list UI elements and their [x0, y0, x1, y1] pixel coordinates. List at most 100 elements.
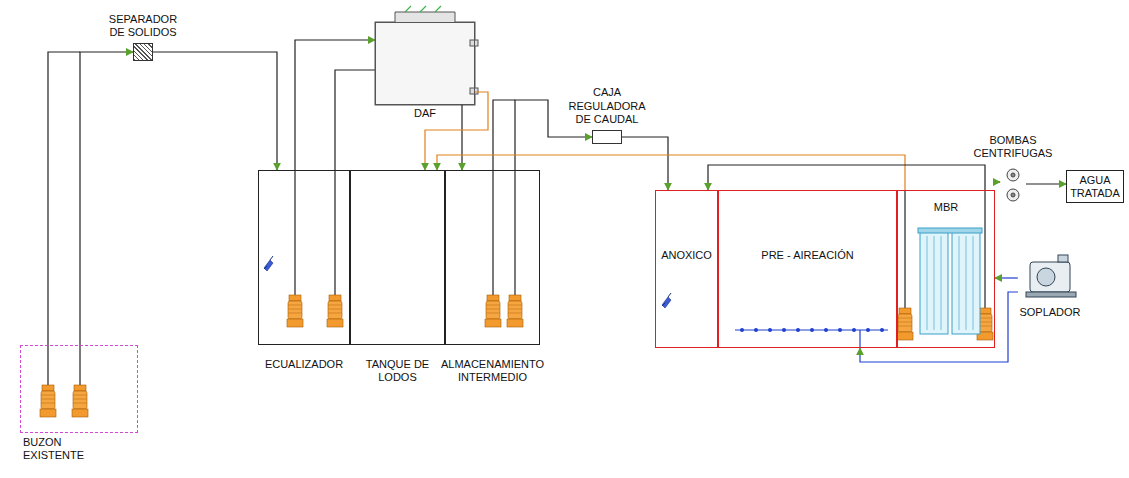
centrifugal-pumps-part: [1007, 169, 1019, 181]
diffusers-part: [824, 328, 828, 332]
node-label: TANQUE DE LODOS: [365, 358, 430, 384]
blower-symbol-part: [1026, 292, 1076, 297]
submersible-pumps-part: [287, 295, 303, 327]
diffusers-part: [838, 328, 842, 332]
centrifugal-pumps-part: [1011, 173, 1015, 177]
node-label: CAJA REGULADORA DE CAUDAL: [566, 86, 648, 126]
submersible-pumps-part: [507, 295, 523, 327]
node-label: BUZON EXISTENTE: [23, 436, 91, 462]
node-label: ANOXICO: [657, 249, 717, 262]
submersible-pumps: [40, 295, 993, 417]
outlet-box: AGUA TRATADA: [1066, 170, 1124, 203]
pipes-part: [904, 190, 905, 308]
tank-compartment: ALMACENAMIENTO INTERMEDIO: [445, 170, 540, 345]
pipes-part: [984, 190, 985, 308]
node-label: PRE - AIREACIÓN: [723, 249, 893, 262]
pipe-connector: [425, 92, 488, 170]
node-label: BOMBAS CENTRIFUGAS: [968, 134, 1058, 160]
pipe-connector: [461, 105, 462, 170]
node-text: BOMBAS CENTRIFUGAS: [974, 134, 1053, 159]
solids-separator: SEPARADOR DE SOLIDOS: [133, 43, 153, 61]
pipe-connector: [437, 155, 905, 190]
submersible-pumps-part: [72, 385, 88, 417]
pipes-part: [79, 345, 80, 385]
diffusers-part: [796, 328, 800, 332]
air-pipes-part: [859, 330, 860, 348]
daf-unit-part: [470, 40, 478, 46]
centrifugal-pumps-part: [1011, 193, 1015, 197]
node-text: AGUA TRATADA: [1070, 173, 1120, 198]
node-text: TANQUE DE LODOS: [366, 358, 429, 383]
blower: SOPLADOR: [1018, 255, 1082, 300]
submersible-pumps-part: [40, 385, 56, 417]
diffusers-part: [754, 328, 758, 332]
diffusers-part: [866, 328, 870, 332]
pipes-part: [514, 170, 515, 295]
diffusers-part: [782, 328, 786, 332]
blower-symbol-part: [1037, 268, 1055, 286]
node-label: SOPLADOR: [1010, 306, 1090, 319]
pipe-connector: [995, 277, 1018, 278]
daf-unit-part: [395, 12, 455, 22]
pipes-part: [493, 100, 515, 295]
flow-box: CAJA REGULADORA DE CAUDAL: [592, 130, 622, 144]
node-label: SEPARADOR DE SOLIDOS: [103, 13, 183, 39]
node-label: ECUALIZADOR: [249, 358, 359, 371]
daf-unit-part: [470, 88, 478, 94]
node-text: CAJA REGULADORA DE CAUDAL: [568, 86, 645, 124]
node-text: ECUALIZADOR: [265, 358, 343, 370]
pipe-connector: [153, 52, 277, 170]
blower-symbol-part: [1058, 255, 1068, 262]
daf-unit-part: [375, 22, 475, 105]
diffusers: [740, 328, 884, 332]
tank-compartment: TANQUE DE LODOS: [350, 170, 445, 345]
reactor-zone: MBR: [897, 190, 995, 348]
diffusers-part: [768, 328, 772, 332]
reactor-zone: ANOXICO: [655, 190, 718, 348]
submersible-pumps-part: [327, 295, 343, 327]
submersible-pumps-part: [485, 295, 501, 327]
mixers-part: [264, 256, 273, 271]
node-text: SEPARADOR DE SOLIDOS: [109, 13, 177, 38]
pipes-part: [294, 170, 295, 295]
node-text: BUZON EXISTENTE: [23, 436, 84, 461]
membrane-modules: [918, 228, 982, 334]
pipe-connector: [295, 40, 375, 170]
reactor-zone: PRE - AIREACIÓN: [718, 190, 897, 348]
submersible-pumps-part: [897, 308, 913, 340]
blower-symbol-part: [1030, 262, 1070, 292]
centrifugal-pumps: [1007, 169, 1019, 201]
pump-group: BOMBAS CENTRIFUGAS: [1000, 165, 1026, 205]
centrifugal-pumps-part: [1007, 189, 1019, 201]
node-label: MBR: [901, 201, 991, 214]
pipe-connector: [80, 52, 133, 345]
pipe-connector: [995, 181, 1000, 182]
mixers-part: [662, 293, 671, 308]
membrane-modules-part: [927, 236, 973, 330]
node-text: ALMACENAMIENTO INTERMEDIO: [441, 358, 544, 383]
mixers: [264, 256, 671, 308]
node-text: MBR: [934, 201, 958, 213]
tank-compartment: ECUALIZADOR: [258, 170, 350, 345]
membrane-modules-part: [918, 228, 982, 233]
node-text: SOPLADOR: [1019, 306, 1080, 318]
node-label: DAF: [395, 107, 455, 120]
pipe-connector: [622, 137, 668, 190]
diffusers-part: [880, 328, 884, 332]
pipe-connector: [708, 165, 985, 190]
diffusers-part: [740, 328, 744, 332]
daf-unit: DAF: [375, 22, 475, 105]
node-text: PRE - AIREACIÓN: [761, 249, 853, 261]
existing-manhole: BUZON EXISTENTE: [20, 345, 138, 433]
blower-symbol: [1026, 255, 1076, 297]
daf-unit: [375, 6, 478, 105]
air-pipes: [735, 330, 888, 348]
pipes-part: [48, 52, 80, 385]
node-label: AGUA TRATADA: [1068, 173, 1122, 199]
pipes: [48, 52, 985, 385]
diffusers-part: [852, 328, 856, 332]
